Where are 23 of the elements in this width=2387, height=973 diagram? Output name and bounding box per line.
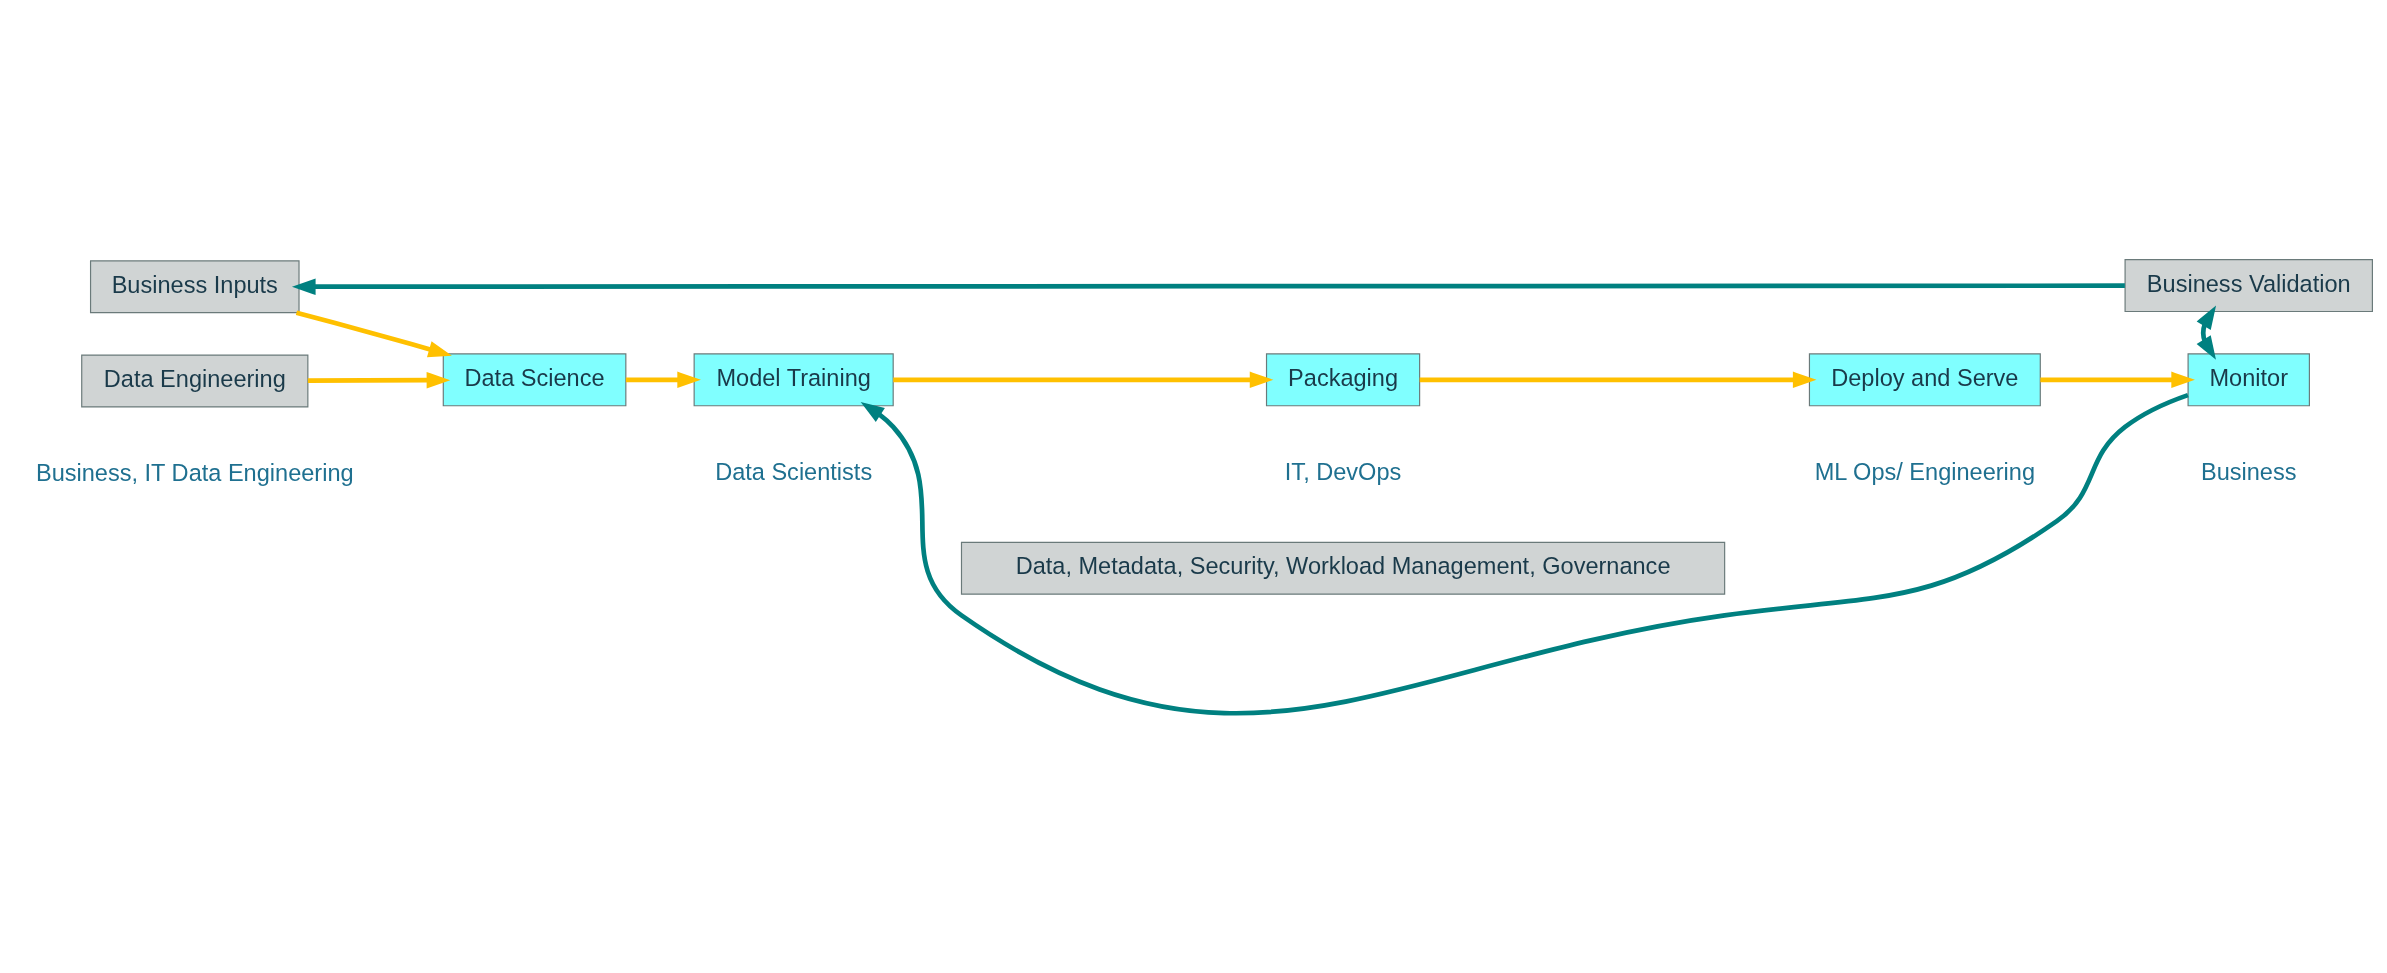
arrow <box>307 371 451 389</box>
label: IT, DevOps <box>1284 458 1402 485</box>
node-box: Monitor <box>2187 353 2310 407</box>
node-box: Business Inputs <box>89 260 300 314</box>
label: Business, IT Data Engineering <box>35 460 354 487</box>
label: Business <box>2200 458 2297 485</box>
node-box: Data Engineering <box>81 354 309 408</box>
arrow <box>295 310 452 358</box>
node-box: Data, Metadata, Security, Workload Management, Governance <box>960 541 1726 595</box>
arrow <box>625 371 701 389</box>
arrow <box>860 392 2189 715</box>
node-box: Model Training <box>693 353 894 407</box>
node-box: Deploy and Serve <box>1808 353 2041 407</box>
node-box: Packaging <box>1265 353 1421 407</box>
arrow <box>893 371 1274 389</box>
node-box: Business Validation <box>2124 259 2373 313</box>
arrow <box>2040 371 2195 389</box>
label: ML Ops/ Engineering <box>1814 458 2036 485</box>
arrow <box>292 278 2125 295</box>
label: Data Scientists <box>715 458 873 485</box>
arrow <box>2196 305 2217 360</box>
node-box: Data Science <box>442 353 627 407</box>
arrow <box>1419 371 1817 389</box>
